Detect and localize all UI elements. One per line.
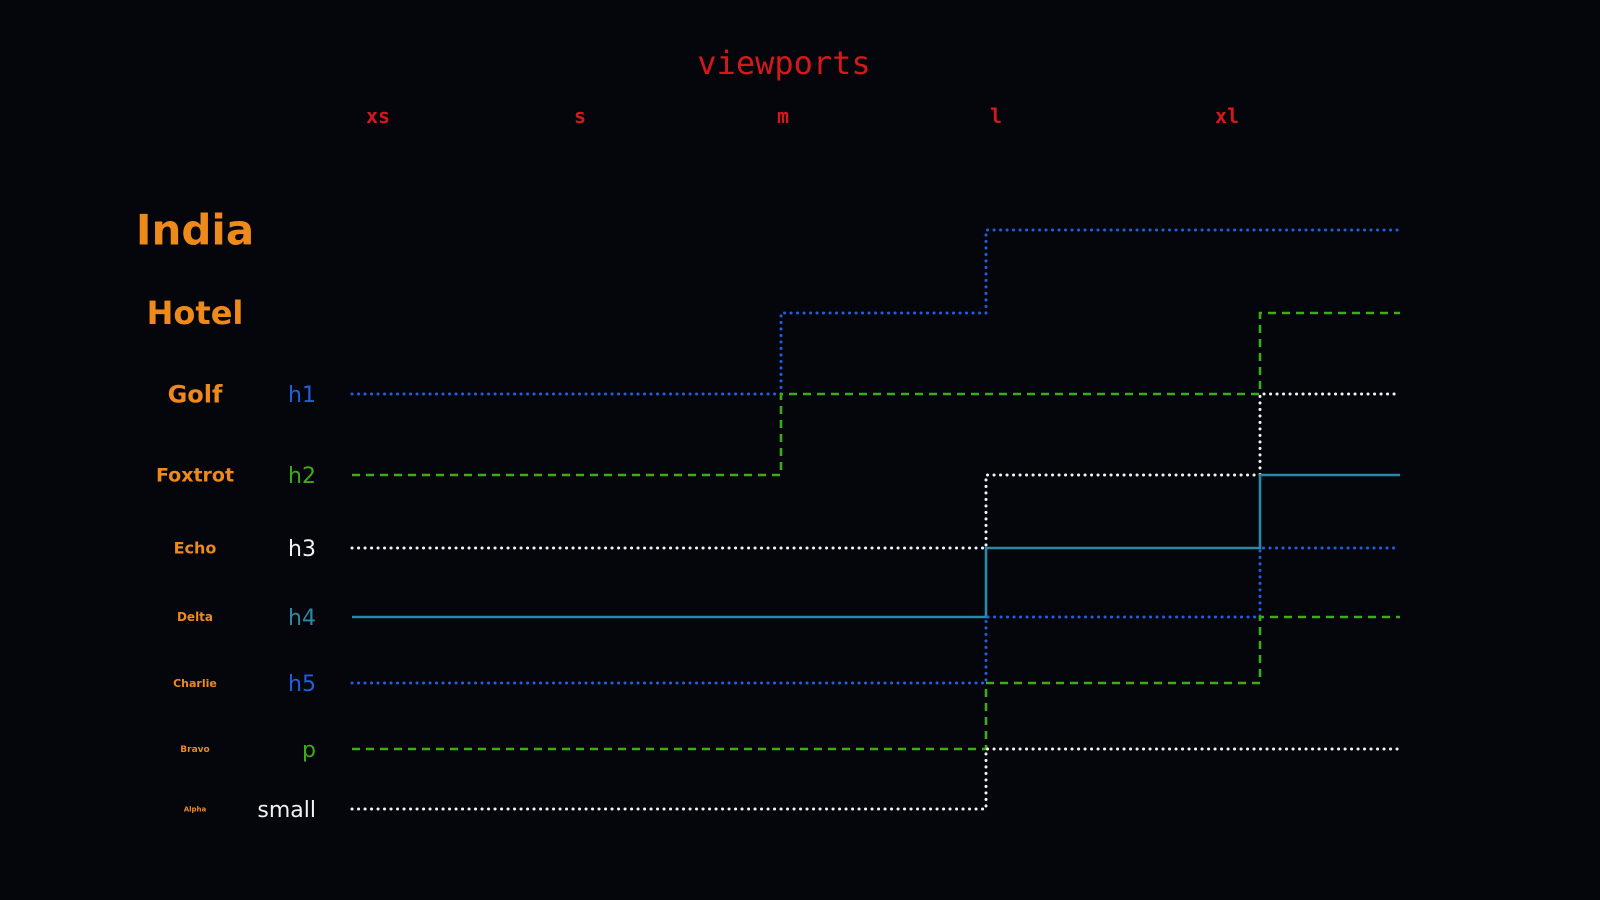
viewport-label-xl: xl bbox=[1215, 104, 1239, 128]
element-line-h3 bbox=[350, 392, 1402, 550]
size-label-foxtrot: Foxtrot bbox=[156, 465, 234, 487]
element-label-h2: h2 bbox=[288, 464, 316, 489]
element-lines bbox=[350, 228, 1402, 811]
element-line-h1 bbox=[350, 228, 1402, 396]
size-label-india: India bbox=[136, 206, 254, 255]
element-labels: h1 h2 h3 h4 h5 p small bbox=[257, 383, 316, 823]
size-label-golf: Golf bbox=[168, 380, 223, 408]
element-label-small: small bbox=[257, 798, 316, 823]
size-label-delta: Delta bbox=[177, 610, 213, 624]
element-label-h3: h3 bbox=[288, 537, 316, 562]
size-label-echo: Echo bbox=[174, 539, 217, 558]
size-labels: Alpha Bravo Charlie Delta Echo Foxtrot Golf Hot… bbox=[136, 206, 254, 814]
element-label-h4: h4 bbox=[288, 606, 316, 631]
size-label-hotel: Hotel bbox=[147, 294, 244, 332]
element-line-small bbox=[350, 747, 1402, 811]
viewport-label-m: m bbox=[777, 104, 789, 128]
diagram-title: viewports bbox=[697, 44, 870, 82]
size-label-bravo: Bravo bbox=[180, 745, 209, 755]
element-label-p: p bbox=[302, 738, 316, 763]
element-line-h2 bbox=[352, 311, 1400, 477]
size-label-alpha: Alpha bbox=[184, 805, 207, 813]
viewport-label-s: s bbox=[574, 104, 586, 128]
viewport-label-xs: xs bbox=[366, 104, 390, 128]
size-label-charlie: Charlie bbox=[173, 677, 217, 690]
viewport-label-l: l bbox=[990, 104, 1002, 128]
element-line-p bbox=[352, 615, 1400, 751]
element-label-h1: h1 bbox=[288, 383, 316, 408]
element-line-h4 bbox=[352, 473, 1400, 619]
element-label-h5: h5 bbox=[288, 672, 316, 697]
viewport-labels: xs s m l xl bbox=[366, 104, 1239, 128]
element-line-h5 bbox=[350, 546, 1402, 685]
